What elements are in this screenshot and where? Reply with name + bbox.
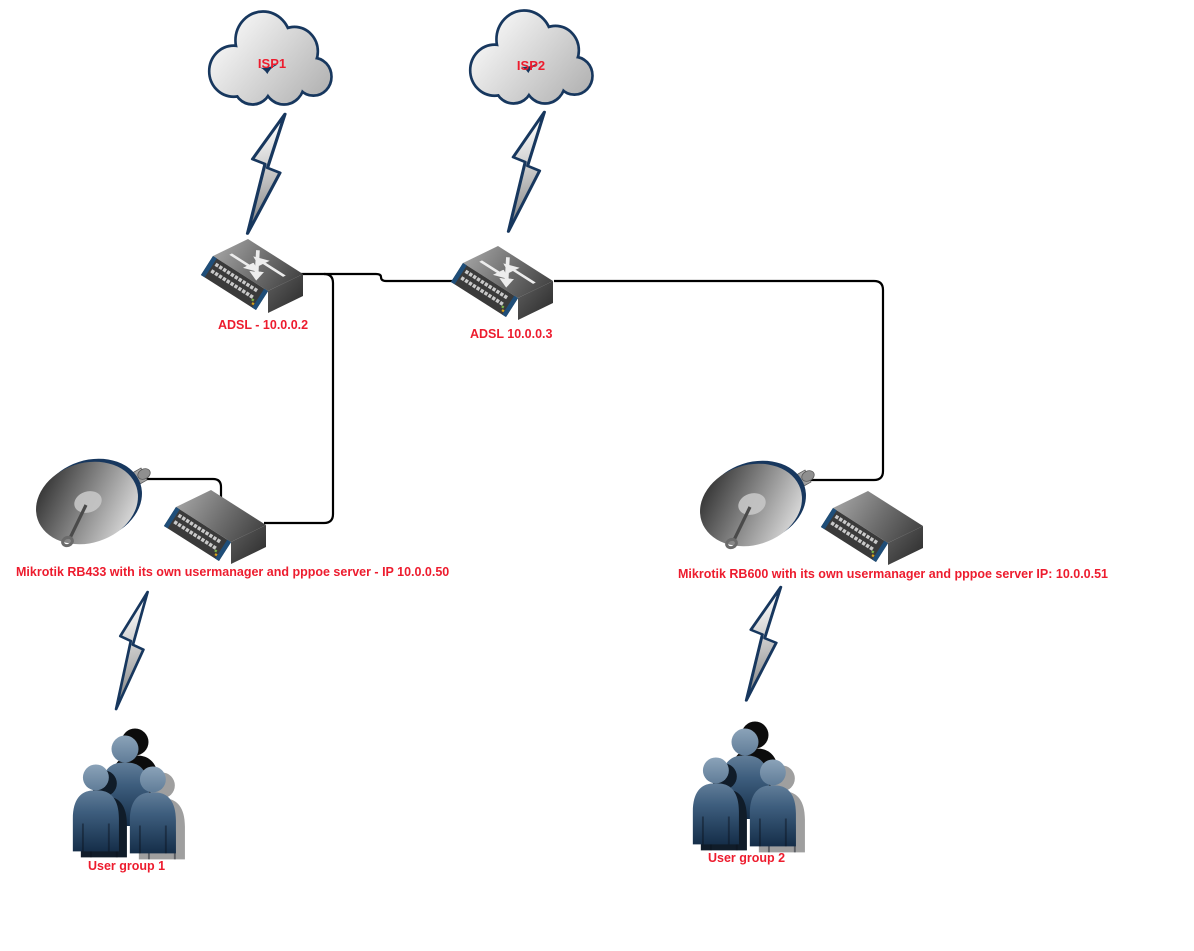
label-rb600: Mikrotik RB600 with its own usermanager … bbox=[678, 567, 1108, 581]
satellite-dish-rb433 bbox=[25, 446, 153, 557]
connector-adsl1-rb433 bbox=[264, 272, 335, 525]
label-adsl1: ADSL - 10.0.0.2 bbox=[218, 318, 308, 332]
connector-adsl2-rb600-dish bbox=[554, 279, 885, 482]
cloud-isp1: ISP1 bbox=[211, 13, 331, 103]
bolt-isp1-adsl1 bbox=[245, 112, 287, 236]
user-group-2 bbox=[693, 722, 805, 853]
bolt-rb600-usergroup2 bbox=[744, 585, 783, 702]
user-group-1 bbox=[73, 729, 185, 860]
connector-rb433-dish-router bbox=[145, 477, 223, 500]
bolt-isp2-adsl2 bbox=[506, 110, 546, 234]
bolt-rb433-usergroup1 bbox=[114, 590, 149, 711]
label-usergroup2: User group 2 bbox=[708, 851, 785, 865]
router-rb433 bbox=[164, 490, 266, 564]
satellite-dish-rb600 bbox=[689, 448, 817, 559]
router-rb600 bbox=[821, 491, 923, 565]
router-adsl2 bbox=[451, 246, 553, 320]
label-adsl2: ADSL 10.0.0.3 bbox=[470, 327, 553, 341]
router-adsl1 bbox=[201, 239, 303, 313]
label-isp2: ISP2 bbox=[517, 58, 545, 73]
cloud-isp2: ISP2 bbox=[472, 12, 592, 102]
label-isp1: ISP1 bbox=[258, 56, 286, 71]
label-rb433: Mikrotik RB433 with its own usermanager … bbox=[16, 565, 449, 579]
cable-connectors bbox=[145, 272, 885, 525]
label-usergroup1: User group 1 bbox=[88, 859, 165, 873]
connector-adsl1-adsl2 bbox=[301, 272, 468, 283]
